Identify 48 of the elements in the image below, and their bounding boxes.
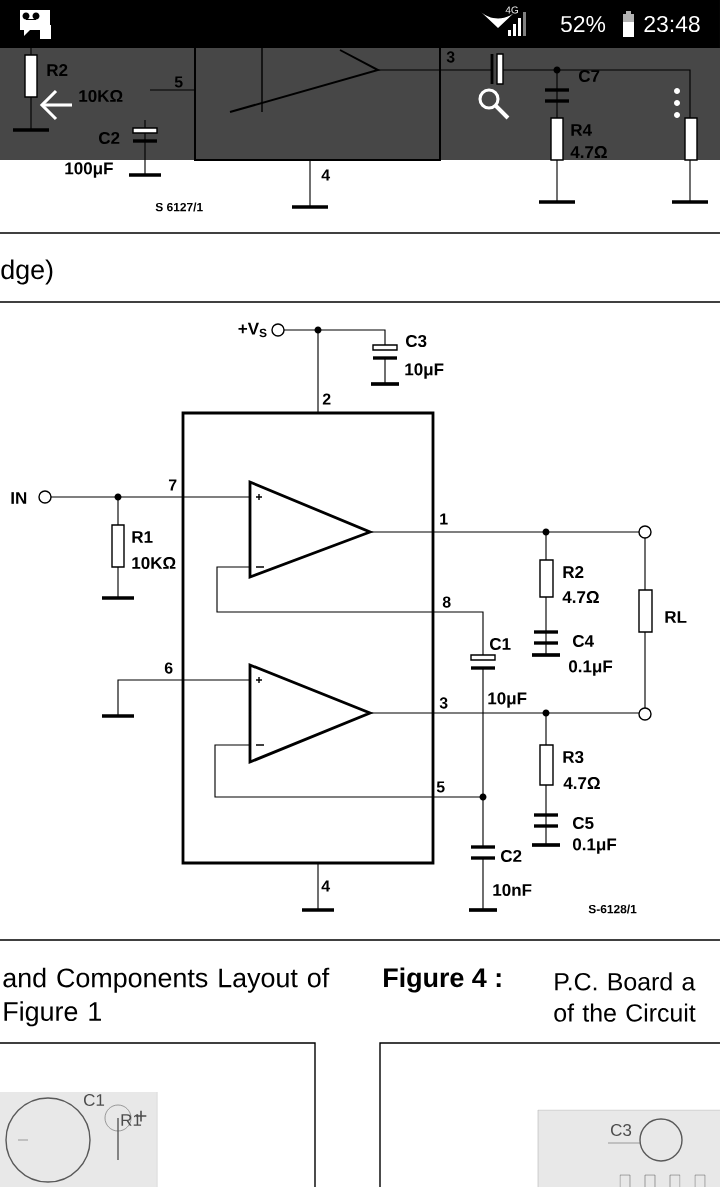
component-label: R4	[571, 124, 592, 136]
component-label: 0.1μF	[568, 660, 613, 676]
figure-label: Figure 4 :	[384, 967, 501, 993]
pin-number: 5	[174, 76, 183, 88]
pin-number: 5	[436, 781, 445, 793]
component-label: C1	[490, 637, 511, 651]
component-label: 4.7Ω	[563, 777, 600, 789]
component-label: C2	[99, 131, 120, 145]
component-label: 4.7Ω	[562, 591, 599, 603]
drawing-number: S-6128/1	[588, 904, 637, 914]
pin-number: 4	[321, 880, 331, 892]
pin-number: 3	[439, 697, 448, 709]
component-label: 10nF	[493, 883, 532, 897]
status-text: 52%	[561, 15, 606, 33]
pin-number: 8	[442, 596, 451, 608]
component-label: 10KΩ	[79, 89, 123, 103]
caption-text: and Components Layout of Figure 1	[3, 967, 330, 1027]
component-label: C5	[573, 816, 594, 830]
caption-text: P.C. Board a of the Circuit	[554, 972, 696, 1022]
board-label: C3	[611, 1123, 632, 1137]
heading-text: dge)	[1, 259, 53, 285]
component-label: C4	[573, 634, 594, 648]
component-label: R1	[132, 531, 153, 543]
status-text: 4G	[505, 6, 518, 14]
component-label: 100μF	[65, 162, 113, 178]
component-label: R3	[563, 750, 584, 764]
board-label: C1	[84, 1093, 105, 1107]
pin-number: 2	[322, 393, 331, 405]
component-label: C3	[406, 334, 427, 348]
terminal-label: IN	[11, 492, 27, 504]
component-label: C2	[501, 849, 522, 863]
component-label: 10μF	[405, 363, 444, 379]
pin-number: 1	[440, 513, 448, 525]
pin-number: 4	[321, 169, 331, 181]
component-label: 10KΩ	[132, 556, 176, 570]
terminal-label: +V$_{S}$	[238, 322, 267, 338]
component-label: 10μF	[488, 692, 527, 708]
component-label: R2	[563, 566, 584, 578]
component-label: 4.7Ω	[570, 146, 607, 158]
drawing-number: S 6127/1	[155, 202, 203, 212]
component-label: C7	[579, 69, 600, 83]
component-label: RL	[665, 611, 687, 623]
component-label: R2	[47, 64, 68, 76]
pin-number: 7	[168, 479, 177, 491]
status-text: 23:48	[644, 15, 700, 33]
component-label: 0.1μF	[572, 838, 617, 854]
pin-number: 3	[446, 51, 455, 63]
pin-number: 6	[164, 662, 173, 674]
